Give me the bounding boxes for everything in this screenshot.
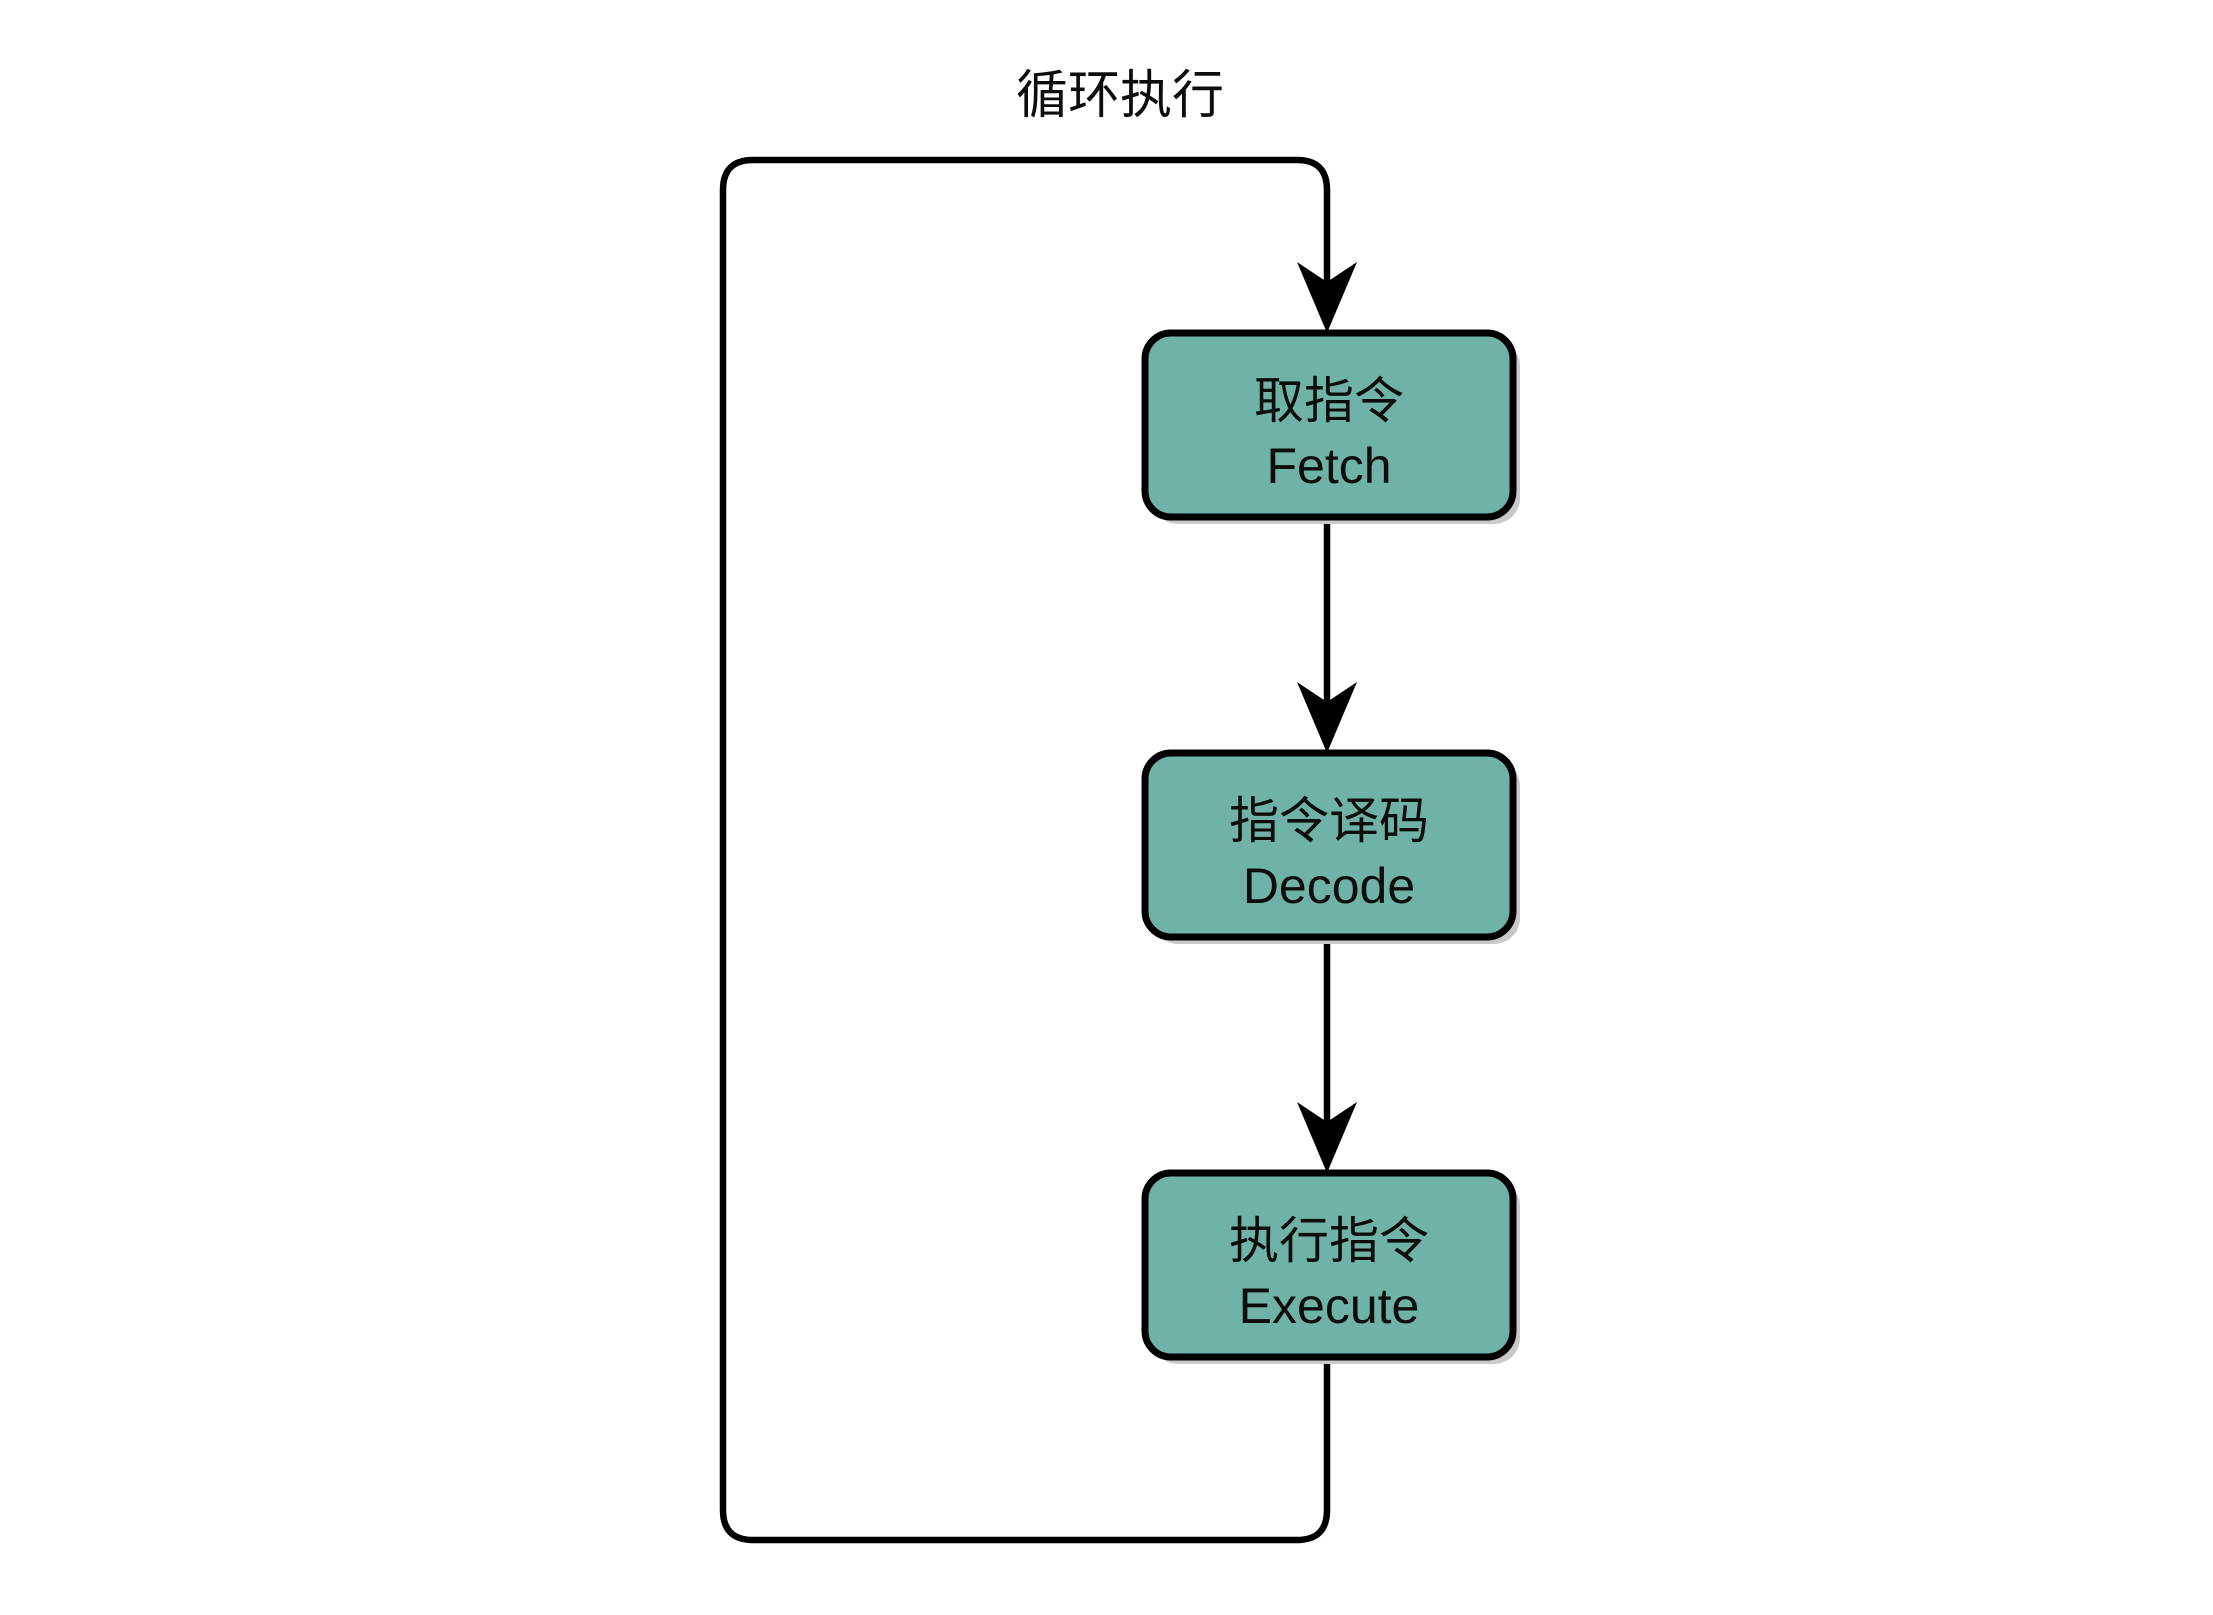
fetch-to-decode-arrowhead-icon: [1297, 682, 1357, 753]
node-fetch[interactable]: 取指令 Fetch: [1141, 329, 1520, 524]
loop-label: 循环执行: [1016, 67, 1224, 125]
node-execute-box: [1141, 1169, 1517, 1361]
edge-loop-back[interactable]: [719, 156, 1357, 1544]
node-decode[interactable]: 指令译码 Decode: [1141, 749, 1520, 944]
node-fetch-box: [1141, 329, 1517, 521]
decode-to-execute-arrowhead-icon: [1297, 1102, 1357, 1173]
node-execute[interactable]: 执行指令 Execute: [1141, 1169, 1520, 1364]
loop-back-path: [719, 156, 1331, 1544]
node-decode-box: [1141, 749, 1517, 941]
node-execute-label-cn: 执行指令: [1229, 1213, 1429, 1269]
node-fetch-label-en: Fetch: [1266, 438, 1391, 494]
node-fetch-label-cn: 取指令: [1254, 373, 1404, 429]
loop-back-arrowhead-icon: [1297, 262, 1357, 333]
node-decode-label-en: Decode: [1243, 858, 1415, 914]
edge-decode-to-execute[interactable]: [1297, 937, 1357, 1173]
node-decode-label-cn: 指令译码: [1229, 793, 1429, 849]
node-execute-label-en: Execute: [1239, 1278, 1420, 1334]
edge-fetch-to-decode[interactable]: [1297, 517, 1357, 753]
